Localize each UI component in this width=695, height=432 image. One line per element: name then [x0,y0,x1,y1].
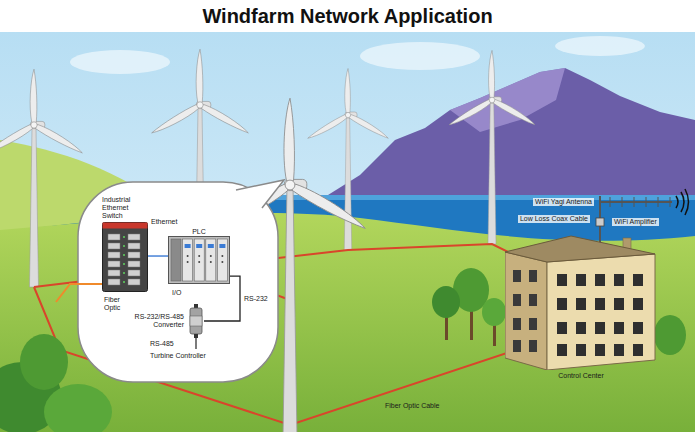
annotation-label: I/O [172,289,181,297]
node-label: Industrial Ethernet Switch [102,196,148,220]
annotation-label: RS-485 [150,340,174,348]
switch-node: Industrial Ethernet Switch [102,196,148,292]
connector-label: Ethernet [150,218,178,226]
annotation-label: Fiber Optic [104,296,130,312]
annotation-label: Low Loss Coax Cable [518,215,590,223]
converter-symbol [188,304,204,338]
annotation-label: WiFi Yagi Antenna [533,198,594,206]
node-label: RS-232/RS-485 Converter [128,313,184,329]
ethernet-switch-symbol [102,222,148,292]
annotation-label: WiFi Amplifier [612,218,659,226]
diagram-title: Windfarm Network Application [0,4,695,28]
plc-node: PLC [168,228,230,284]
node-label: PLC [168,228,230,236]
control-center-building [505,230,657,370]
connector-label: RS-232 [243,295,269,303]
annotation-label: Turbine Controller [150,352,206,360]
node-label: Control Center [505,372,657,380]
annotation-label: Fiber Optic Cable [385,402,439,410]
plc-rack [168,236,230,284]
connector [148,255,168,256]
converter-label-block: RS-232/RS-485 Converter [128,313,184,329]
conv-node: RS-232/RS-485 Converter [128,304,204,338]
bldg-node: Control Center [505,230,657,380]
